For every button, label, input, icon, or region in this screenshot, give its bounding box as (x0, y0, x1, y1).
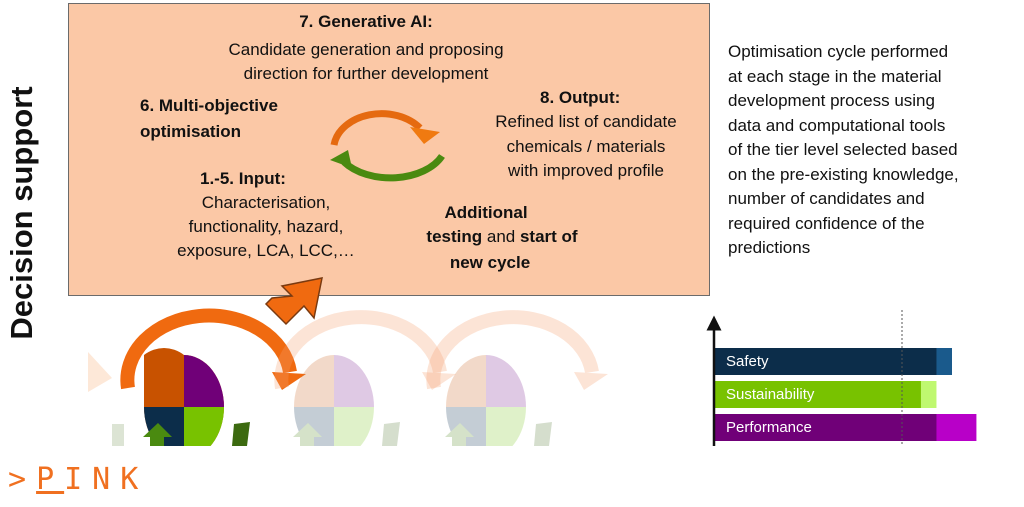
big-arrow-icon (264, 277, 323, 326)
multi-objective-line: 6. Multi-objective (140, 96, 278, 115)
active-cycle-icon (112, 308, 306, 446)
output-line: with improved profile (508, 161, 664, 180)
additional-line: Additional (444, 203, 528, 222)
additional-line: testing and start of (426, 225, 577, 249)
input-title: 1.-5. Input: (200, 169, 286, 188)
description-line: predictions (728, 238, 811, 257)
output-title: 8. Output: (540, 88, 621, 107)
additional-text: and (482, 227, 520, 246)
output-line: Refined list of candidate (495, 112, 677, 131)
description-line: required confidence of the (728, 213, 925, 233)
profile-chart (715, 348, 977, 441)
input-line: exposure, LCA, LCC,… (177, 241, 355, 260)
bar-base (715, 381, 921, 408)
bar-base (715, 414, 937, 441)
bar-label: Performance (726, 419, 812, 436)
description-line: number of candidates and (728, 189, 925, 208)
bar-label: Sustainability (726, 386, 815, 403)
generative-ai-title: 7. Generative AI: (299, 12, 433, 31)
output-line: chemicals / materials (506, 137, 666, 156)
additional-line: new cycle (449, 253, 531, 272)
description-line: of the tier level selected based (728, 140, 958, 159)
small-cycle-icon (330, 110, 445, 182)
pink-logo: >PINK (8, 462, 149, 497)
cycle-box (68, 3, 710, 296)
future-cycle-icon (426, 310, 608, 446)
generative-ai-line: Candidate generation and proposing (228, 40, 504, 59)
bar-base (715, 348, 937, 375)
description-line: Optimisation cycle performed (728, 42, 949, 61)
future-cycle-icon (274, 310, 456, 446)
additional-bold: start of (519, 227, 578, 246)
additional-bold: testing (426, 227, 483, 246)
side-label: Decision support (4, 86, 39, 340)
description-line: data and computational tools (728, 115, 946, 135)
input-line: Characterisation, (201, 193, 331, 212)
generative-ai-line: direction for further development (243, 64, 489, 83)
description-line: development process using (728, 91, 935, 110)
input-line: functionality, hazard, (188, 217, 344, 236)
description-line: at each stage in the material (728, 66, 942, 86)
multi-objective-line: optimisation (140, 122, 242, 141)
bar-label: Safety (726, 353, 769, 370)
description-line: on the pre-existing knowledge, (728, 164, 959, 184)
